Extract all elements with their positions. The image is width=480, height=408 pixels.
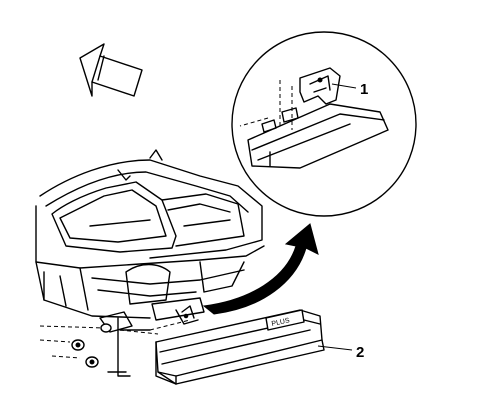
callout-1-label: 1 — [360, 81, 368, 98]
callout-2-label: 2 — [356, 344, 364, 361]
mounting-fasteners — [39, 317, 191, 377]
part-marking-text: PLUS — [271, 317, 291, 328]
bracket-detail — [299, 67, 341, 105]
detail-pointer-arrow — [202, 223, 319, 315]
washer — [100, 323, 112, 333]
forward-direction-arrow — [79, 43, 143, 97]
vehicle-front-structure — [35, 149, 265, 333]
bumper-impact-bar: PLUS — [155, 309, 353, 385]
detail-view-circle — [231, 31, 417, 217]
